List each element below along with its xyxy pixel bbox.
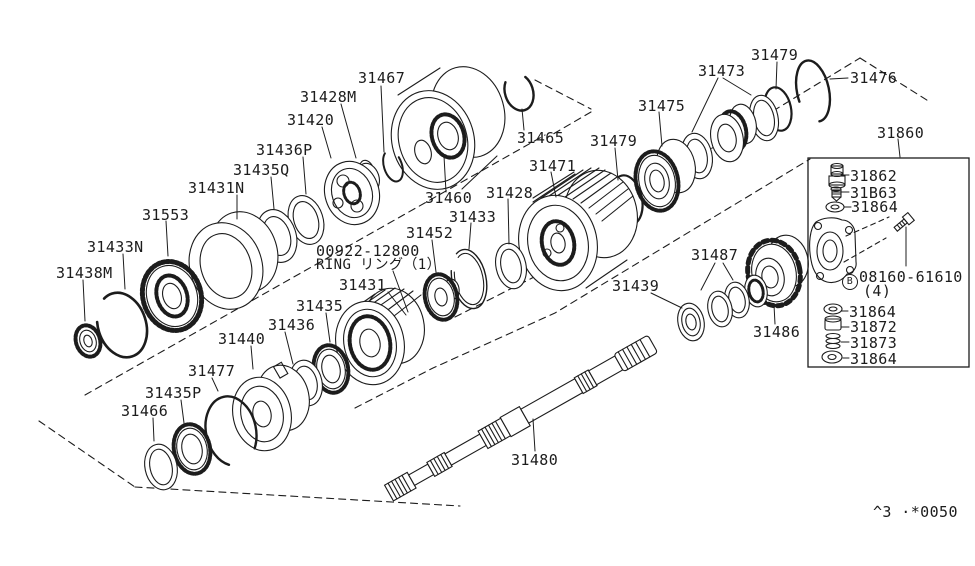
part-label-31873: 31873 (850, 334, 898, 352)
part-label-31435q: 31435Q (233, 161, 290, 179)
leader-lines (82, 61, 907, 452)
ring-note-text: RING リング（1） (316, 257, 441, 273)
bolt-quantity: (4) (863, 282, 892, 300)
part-label-31435p: 31435P (145, 384, 202, 402)
part-label-31436p: 31436P (256, 141, 313, 159)
part-label-31431: 31431 (339, 276, 387, 294)
part-31465-snap-ring (503, 72, 535, 112)
part-label-31435: 31435 (296, 297, 344, 315)
part-label-31467: 31467 (358, 69, 406, 87)
part-label-31438m: 31438M (56, 264, 113, 282)
icon-31b63-screw (830, 186, 842, 202)
part-label-31428m: 31428M (300, 88, 357, 106)
ring-note-number: 00922-12800 (316, 242, 420, 260)
part-label-31431n: 31431N (188, 179, 245, 197)
part-label-31428: 31428 (486, 184, 534, 202)
part-label-31864-2: 31864 (849, 303, 897, 321)
part-31431n-race (188, 211, 279, 310)
part-label-31476: 31476 (850, 69, 898, 87)
part-label-31471: 31471 (529, 157, 577, 175)
part-31428-ring (495, 242, 527, 290)
part-label-31466: 31466 (121, 402, 169, 420)
part-label-31553: 31553 (142, 206, 190, 224)
part-label-31862: 31862 (850, 167, 898, 185)
part-label-31465: 31465 (517, 129, 565, 147)
part-31438m-lock-washer (73, 323, 103, 359)
part-label-31452: 31452 (406, 224, 454, 242)
part-label-31864-3: 31864 (850, 350, 898, 368)
part-31471-clutch-drum (518, 167, 638, 292)
part-label-31460: 31460 (425, 189, 473, 207)
icon-31862-plug (828, 162, 846, 189)
part-31460-drum (390, 66, 506, 190)
part-31439-washer (677, 302, 705, 342)
part-31435p-gear-washer (171, 422, 213, 476)
part-31476-snap-ring (794, 59, 832, 123)
part-31553-one-way-clutch (139, 259, 205, 333)
part-label-31473: 31473 (698, 62, 746, 80)
part-label-31436: 31436 (268, 316, 316, 334)
part-label-31439: 31439 (612, 277, 660, 295)
governor-housing (809, 217, 857, 284)
part-label-31475: 31475 (638, 97, 686, 115)
icon-31864-washer-3 (821, 350, 843, 364)
icon-31864-washer-top (825, 201, 845, 213)
part-31487-ring-front (707, 290, 733, 328)
part-label-31864-1: 31864 (851, 198, 899, 216)
part-label-31860: 31860 (877, 124, 925, 142)
part-label-31486: 31486 (753, 323, 801, 341)
part-label-31487: 31487 (691, 246, 739, 264)
icon-bolt-08160 (893, 211, 916, 232)
part-label-31479-top: 31479 (751, 46, 799, 64)
part-label-31440: 31440 (218, 330, 266, 348)
part-label-31477: 31477 (188, 362, 236, 380)
part-label-31872: 31872 (850, 318, 898, 336)
detail-box-31860 (807, 157, 970, 368)
part-31467-snap-ring (382, 149, 404, 183)
part-31420-planet-carrier (323, 160, 381, 226)
icon-31864-washer-2 (823, 303, 843, 315)
part-31473-bearing (710, 103, 757, 163)
part-label-31433: 31433 (449, 208, 497, 226)
part-31479-snap-ring-top (763, 86, 793, 132)
part-31452-sun-gear (422, 272, 460, 322)
icon-31873-spring (825, 332, 841, 350)
part-label-31420: 31420 (287, 111, 335, 129)
page-code: ^3 ·*0050 (873, 503, 958, 521)
part-31440-drum (232, 361, 310, 452)
part-label-31480: 31480 (511, 451, 559, 469)
part-31480-output-shaft (383, 335, 658, 502)
part-label-31479-left: 31479 (590, 132, 638, 150)
part-label-31433n: 31433N (87, 238, 144, 256)
part-31431-drum (335, 287, 425, 386)
circled-b-marker: B (842, 274, 858, 290)
icon-31872-piston (824, 315, 842, 331)
part-31466-washer (144, 443, 178, 491)
part-label-31b63: 31B63 (850, 184, 898, 202)
bolt-part-number: 08160-61610 (859, 268, 963, 286)
